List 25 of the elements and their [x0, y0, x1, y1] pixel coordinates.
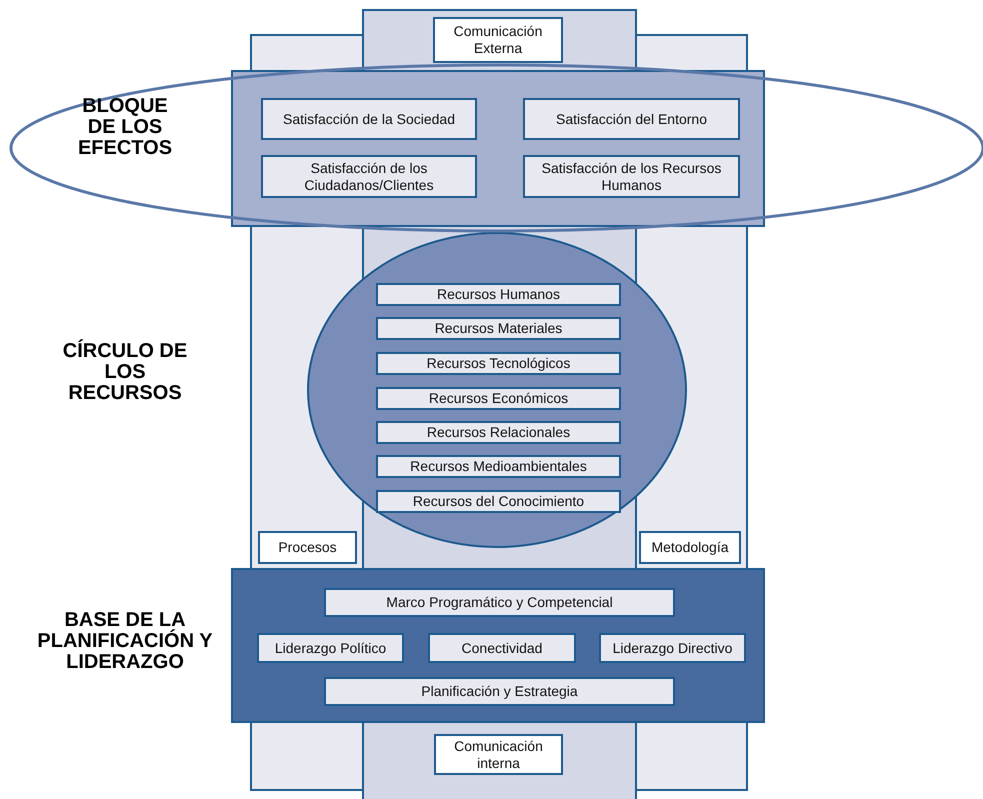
text-box: Metodología — [639, 531, 741, 564]
text-box: Recursos Tecnológicos — [376, 352, 621, 375]
section-heading: BLOQUE DE LOS EFECTOS — [76, 96, 174, 159]
text-box: Recursos Medioambientales — [376, 455, 621, 478]
text-box: Liderazgo Político — [257, 633, 404, 663]
text-box: Satisfacción de la Sociedad — [261, 98, 477, 140]
text-box: Liderazgo Directivo — [599, 633, 746, 663]
text-box: Recursos Económicos — [376, 387, 621, 410]
text-box: Satisfacción de los Recursos Humanos — [523, 155, 740, 198]
text-box: Recursos Humanos — [376, 283, 621, 306]
text-box: Satisfacción del Entorno — [523, 98, 740, 140]
effects-panel — [231, 70, 765, 227]
text-box: Marco Programático y Competencial — [324, 588, 675, 617]
text-box: Recursos Materiales — [376, 317, 621, 340]
section-heading: BASE DE LA PLANIFICACIÓN Y LIDERAZGO — [36, 610, 214, 673]
text-box: Conectividad — [428, 633, 576, 663]
text-box: Procesos — [258, 531, 357, 564]
base-panel — [231, 568, 765, 723]
text-box: Recursos del Conocimiento — [376, 490, 621, 513]
text-box: Comunicación Externa — [433, 17, 563, 63]
section-heading: CÍRCULO DE LOS RECURSOS — [62, 341, 188, 404]
text-box: Comunicación interna — [434, 734, 563, 775]
text-box: Planificación y Estrategia — [324, 677, 675, 706]
text-box: Satisfacción de los Ciudadanos/Clientes — [261, 155, 477, 198]
text-box: Recursos Relacionales — [376, 421, 621, 444]
